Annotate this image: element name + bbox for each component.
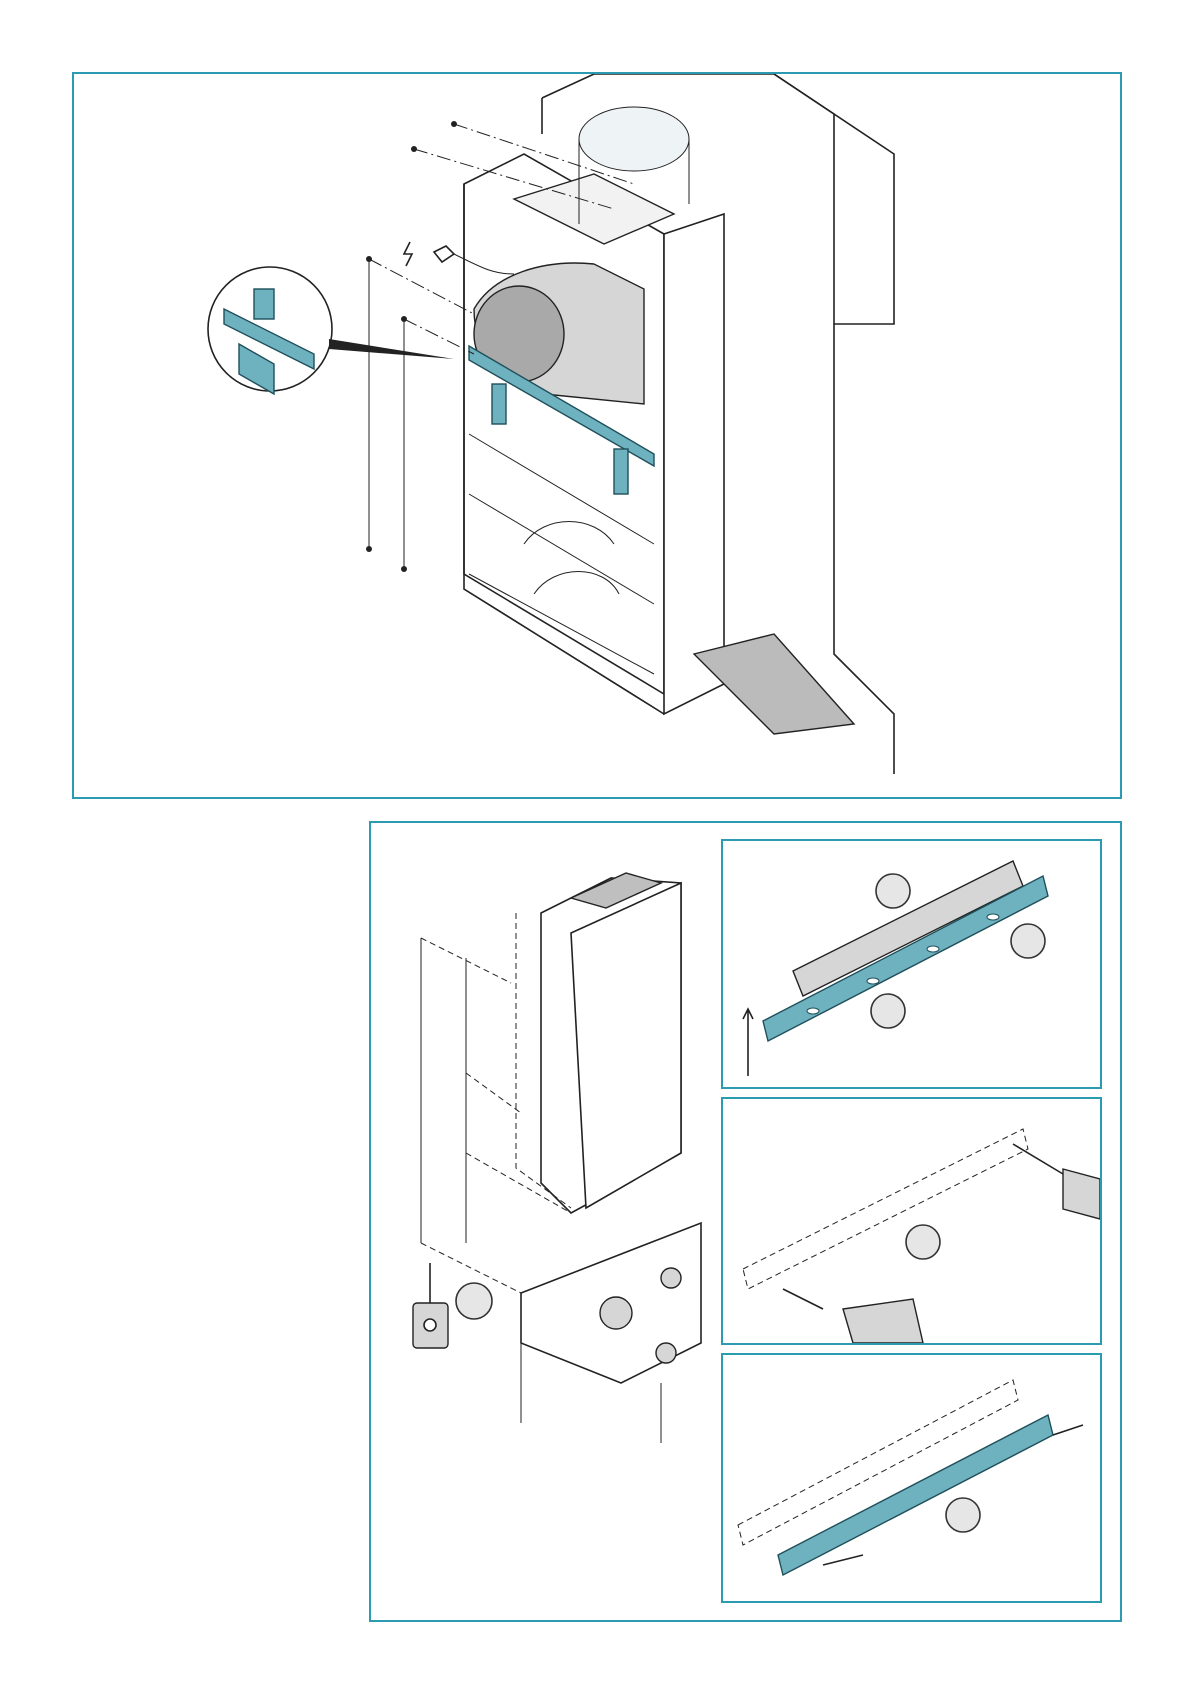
hood-side-panel [664, 214, 724, 714]
sub-panel-drill-and-plug [721, 1097, 1102, 1345]
sub-panel-screw-bracket [721, 1353, 1102, 1603]
spirit-level [793, 861, 1023, 996]
step-marker [456, 1283, 492, 1319]
zoom-detail-inset [208, 267, 454, 394]
electric-bolt-icon [404, 242, 412, 266]
step-marker-1 [876, 874, 910, 908]
top-illustration-frame [72, 72, 1122, 799]
drill-and-plug-illustration [723, 1099, 1100, 1343]
step-marker-3 [871, 994, 905, 1028]
screw-bracket-illustration [723, 1355, 1100, 1601]
step-marker-2 [1011, 924, 1045, 958]
step-marker-screw [946, 1498, 980, 1532]
hood-interior-illustration [74, 74, 1120, 797]
bracket-clip-right [614, 449, 628, 494]
bracket-clip-left [492, 384, 506, 424]
bottom-illustration-frame [369, 821, 1122, 1622]
drill-left [843, 1299, 923, 1343]
wall-bracket-fixed [778, 1415, 1053, 1575]
step-marker-drill [906, 1225, 940, 1259]
drill-right [1063, 1169, 1100, 1219]
sub-panel-level-and-mark [721, 839, 1102, 1089]
tape-measure-icon [413, 1263, 448, 1348]
level-and-mark-illustration [723, 841, 1100, 1087]
